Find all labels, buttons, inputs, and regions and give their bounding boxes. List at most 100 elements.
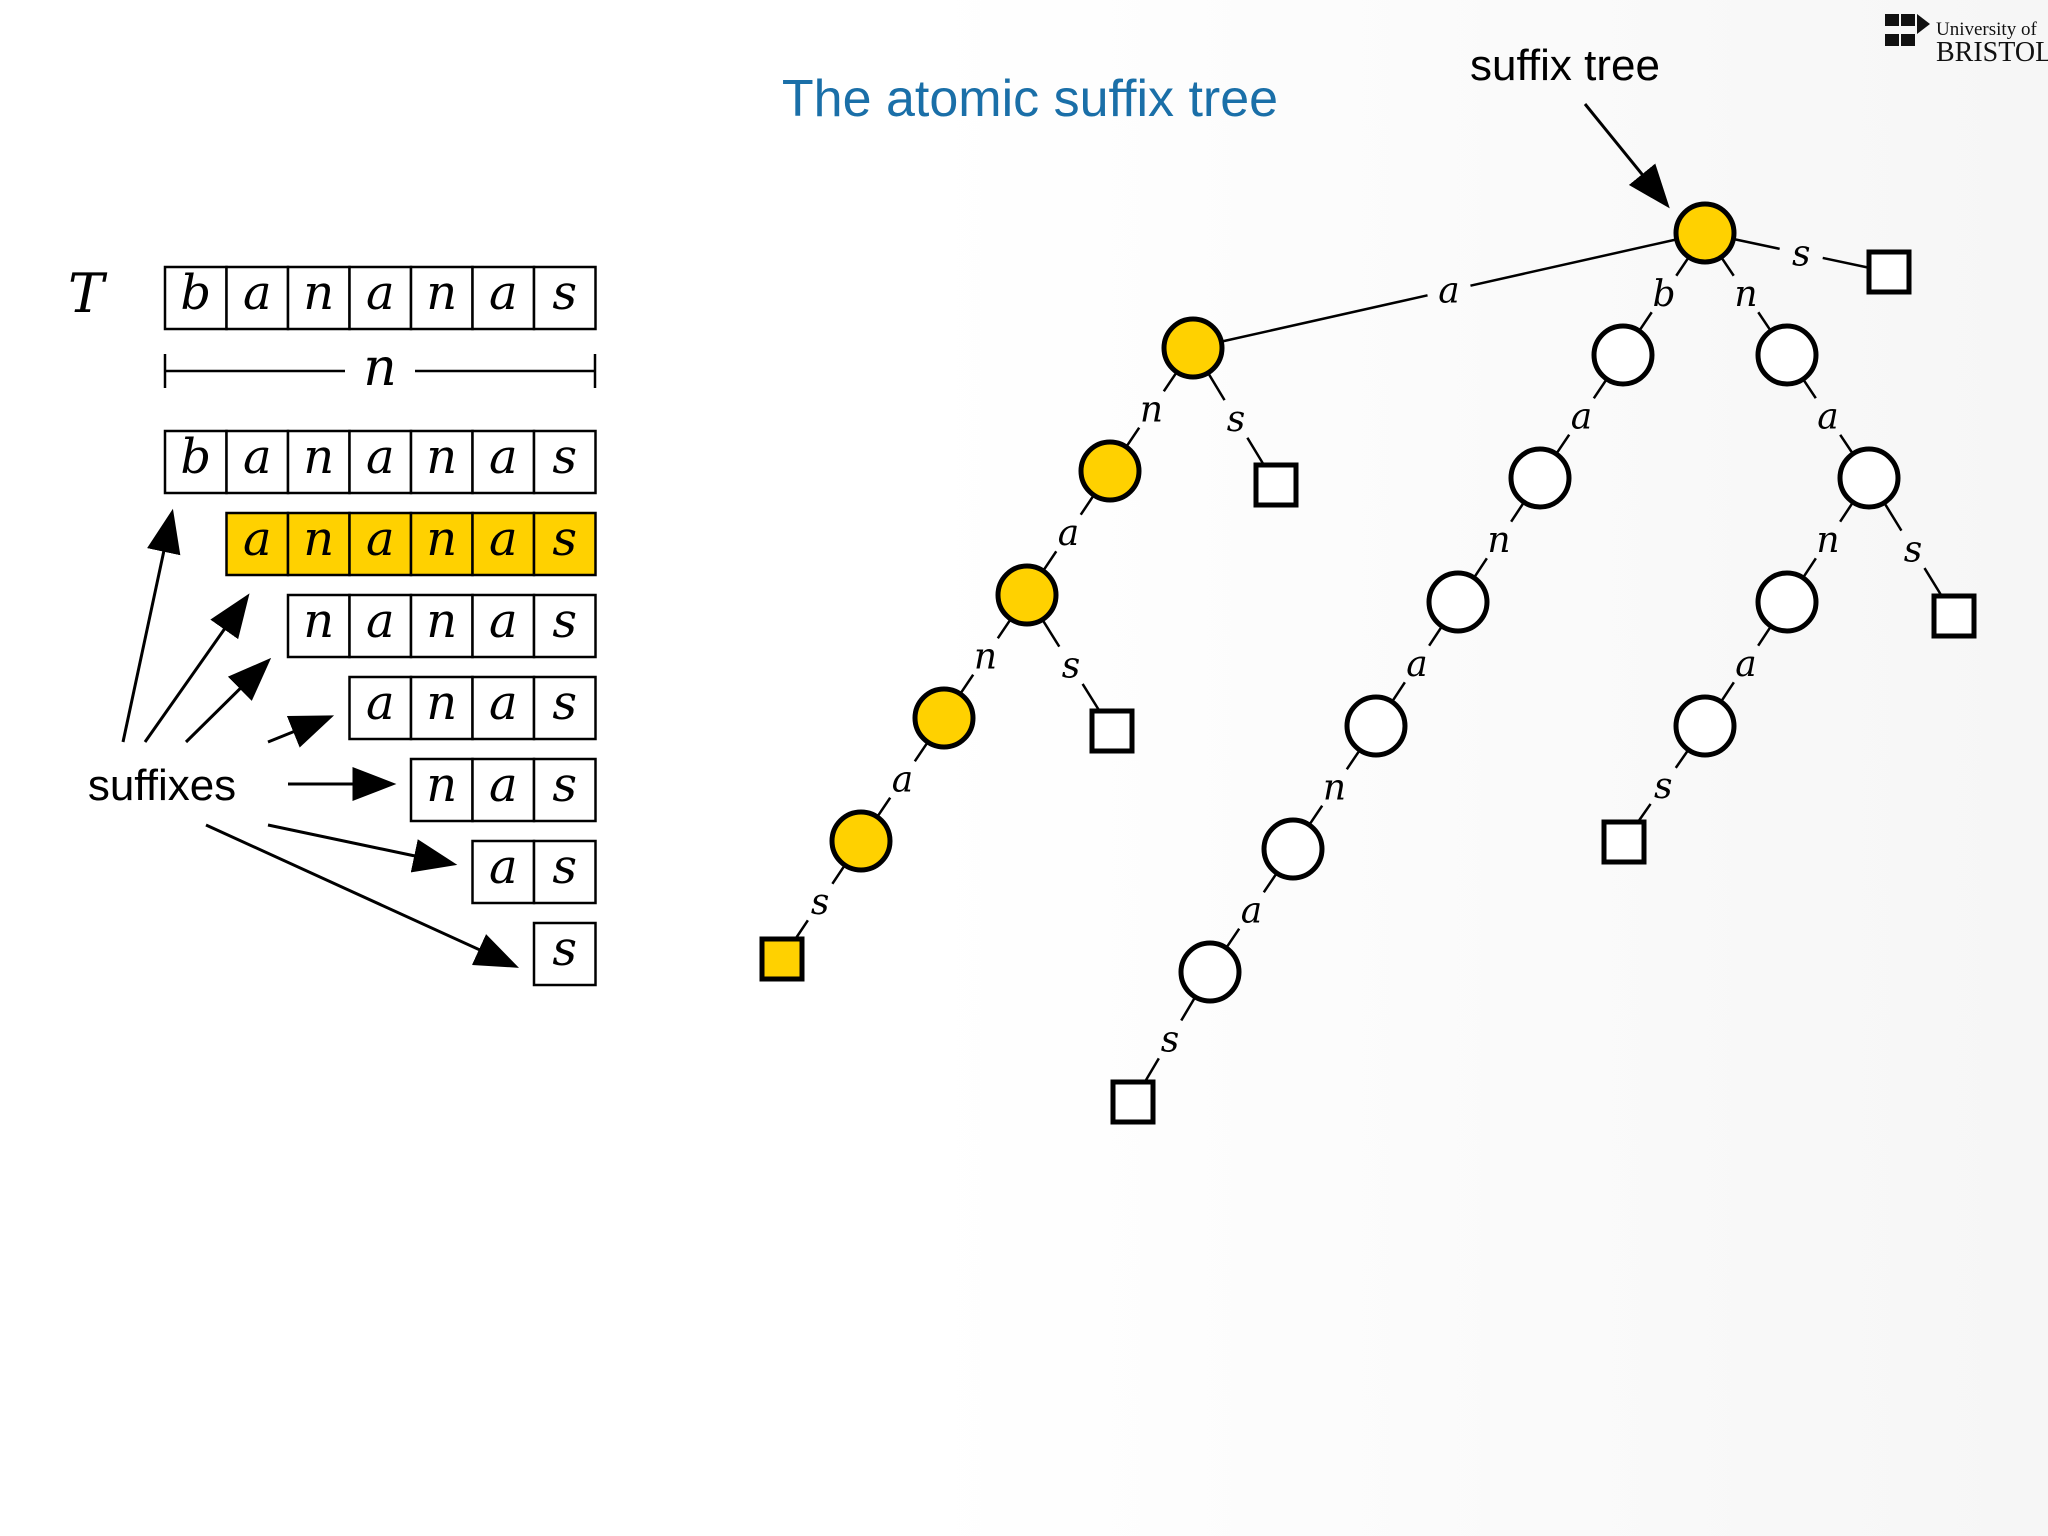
edge-label: n [974,637,997,678]
tree-edge: s [794,864,846,940]
suffix-cell-box [409,511,474,577]
tree-leaf [1110,1079,1156,1125]
suffix-arrow-2 [143,593,250,743]
edge-line [1308,805,1324,826]
edge-label: s [811,882,829,923]
text-cell: b [163,265,228,331]
edge-label: a [1438,271,1459,312]
edge-label: a [1058,513,1079,554]
edge-line [1555,434,1571,455]
edge-line [1225,928,1241,949]
edge-label: a [1817,397,1838,438]
tree-node [1261,817,1325,881]
suffix-cell-box [348,675,413,741]
text-cell-box [225,265,290,331]
suffix-cell-box [286,511,351,577]
length-variable-label: n [363,338,397,398]
edge-line [1206,372,1226,401]
suffix-cell: s [532,511,597,577]
suffix-cell-box [532,593,597,659]
text-cell-char: n [303,265,334,321]
text-cell-char: s [552,265,577,321]
suffix-cell-box [409,675,474,741]
suffix-cell: a [471,757,536,823]
tree-leaf [1866,249,1912,295]
edge-label: s [1654,766,1672,807]
suffix-arrow-6 [267,823,458,873]
suffix-arrow-7 [205,823,520,968]
suffix-cell-char: s [552,511,577,567]
tree-nodes [759,201,1977,1125]
edge-line [1733,237,1780,251]
suffix-cell-box [225,429,290,495]
edge-label: b [1652,274,1675,315]
edge-line [913,741,929,762]
suffix-cell: n [409,511,474,577]
tree-edge: a [1390,625,1444,703]
suffix-cell-char: a [489,511,518,567]
logo-line2: BRISTOL [1936,37,2048,68]
text-cell-char: n [426,265,457,321]
tree-node [1426,570,1490,634]
suffix-cell: b [163,429,228,495]
edge-line [1081,683,1101,712]
tree-edge: s [1206,372,1265,466]
edge-line [1246,437,1265,466]
edge-line [1592,378,1608,399]
tree-edge: b [1638,256,1690,332]
suffix-cell-box [532,511,597,577]
suffix-cell: s [532,839,597,905]
tree-node [1755,570,1819,634]
length-indicator: n [163,338,597,398]
suffix-cell-char: a [366,593,395,649]
edge-line [1719,681,1735,703]
tree-root [1673,201,1737,265]
edge-line [1162,371,1178,392]
suffix-cell-box [471,511,536,577]
suffix-cell-box [286,593,351,659]
edge-line [1839,501,1855,523]
suffixes-label: suffixes [88,761,236,810]
edge-line [1822,256,1870,269]
suffix-cell: a [348,593,413,659]
suffix-cell-char: n [303,593,334,649]
tree-node [912,686,976,750]
edge-line [1042,550,1058,572]
tree-edge: s [1733,233,1870,274]
edge-line [1636,803,1652,823]
suffix-cell-char: s [552,921,577,977]
suffix-cell-box [348,429,413,495]
suffix-tree-label: suffix tree [1470,41,1660,90]
suffix-cell: n [409,757,474,823]
tree-edge: a [876,741,929,818]
suffix-cell: a [471,511,536,577]
edge-line [996,618,1012,639]
suffix-cell: n [409,593,474,659]
suffix-cell-char: n [426,675,457,731]
edge-line [1390,681,1406,703]
text-cell: a [471,265,536,331]
suffix-cell-box [532,429,597,495]
tree-node [1161,316,1225,380]
text-cell-char: a [489,265,518,321]
logo-line1: University of [1936,19,2037,40]
edge-line [1923,567,1943,597]
tree-node [1178,940,1242,1004]
suffix-cell-char: s [552,675,577,731]
suffix-cell-box [409,757,474,823]
edge-label: n [1816,520,1839,561]
suffix-cell: n [286,511,351,577]
edge-line [1883,502,1903,532]
tree-edge: a [1719,625,1773,703]
edge-label: a [1735,644,1756,685]
edge-label: a [1571,397,1592,438]
edge-label: a [1241,891,1262,932]
suffix-cell-box [163,429,228,495]
suffix-cell-char: a [489,675,518,731]
